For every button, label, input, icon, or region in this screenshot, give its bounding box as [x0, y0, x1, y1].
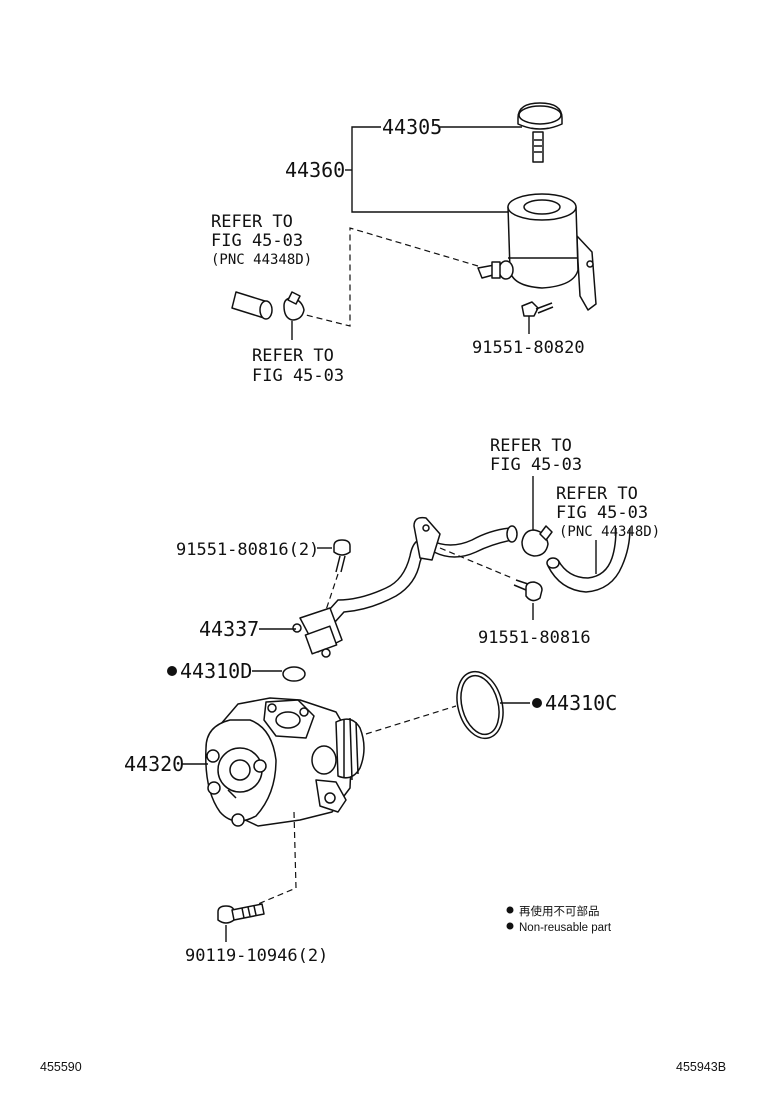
reservoir-bolt-part: [521, 301, 554, 334]
callout-44310C: 44310C: [545, 691, 617, 715]
refer-note-c-line1: REFER TO: [490, 436, 572, 456]
power-steering-pump-part: [205, 697, 365, 827]
callout-90119-10946-2: 90119-10946(2): [185, 946, 328, 966]
pipe-bolt-pair-part: [317, 539, 351, 573]
legend: 再使用不可部品 Non-reusable part: [506, 904, 612, 934]
reservoir-bracket-leaders: [345, 126, 522, 213]
callout-44320: 44320: [124, 752, 184, 776]
legend-bullet-ja: [506, 906, 514, 914]
pressure-pipe-part: [292, 516, 518, 658]
pump-bolt-part: [217, 903, 265, 942]
callout-44305: 44305: [382, 115, 442, 139]
refer-note-a-line3: (PNC 44348D): [211, 252, 312, 268]
refer-note-d-line2: FIG 45-03: [556, 503, 648, 523]
upper-hose-clamp-part: [283, 291, 305, 340]
refer-note-a-line2: FIG 45-03: [211, 231, 303, 251]
right-hose-part: [546, 527, 631, 593]
right-hose-clamp-part: [521, 476, 553, 557]
legend-bullet-en: [506, 922, 514, 930]
refer-note-a-line1: REFER TO: [211, 212, 293, 232]
refer-note-b-line1: REFER TO: [252, 346, 334, 366]
reservoir-cap-part: [517, 102, 563, 163]
legend-text-en: Non-reusable part: [519, 922, 612, 934]
pipe-bolt-right-part: [513, 579, 543, 620]
refer-note-d-line3: (PNC 44348D): [559, 524, 660, 540]
callout-91551-80820: 91551-80820: [472, 338, 585, 358]
refer-note-d-line1: REFER TO: [556, 484, 638, 504]
refer-note-c-line2: FIG 45-03: [490, 455, 582, 475]
callout-44310D: 44310D: [180, 659, 252, 683]
upper-hose-part: [231, 291, 273, 320]
footer-left-code: 455590: [40, 1060, 82, 1074]
footer-right-code: 455943B: [676, 1060, 726, 1074]
callout-91551-80816: 91551-80816: [478, 628, 591, 648]
oring-44310C-part: [456, 670, 542, 740]
non-reusable-marker-44310D: [167, 666, 177, 676]
callout-44360: 44360: [285, 158, 345, 182]
legend-text-ja: 再使用不可部品: [519, 904, 600, 918]
reservoir-tank-part: [477, 193, 597, 311]
refer-note-b-line2: FIG 45-03: [252, 366, 344, 386]
callout-91551-80816-2: 91551-80816(2): [176, 540, 319, 560]
non-reusable-marker-44310C: [532, 698, 542, 708]
oring-44310D-part: [167, 666, 306, 682]
callout-44337: 44337: [199, 617, 259, 641]
